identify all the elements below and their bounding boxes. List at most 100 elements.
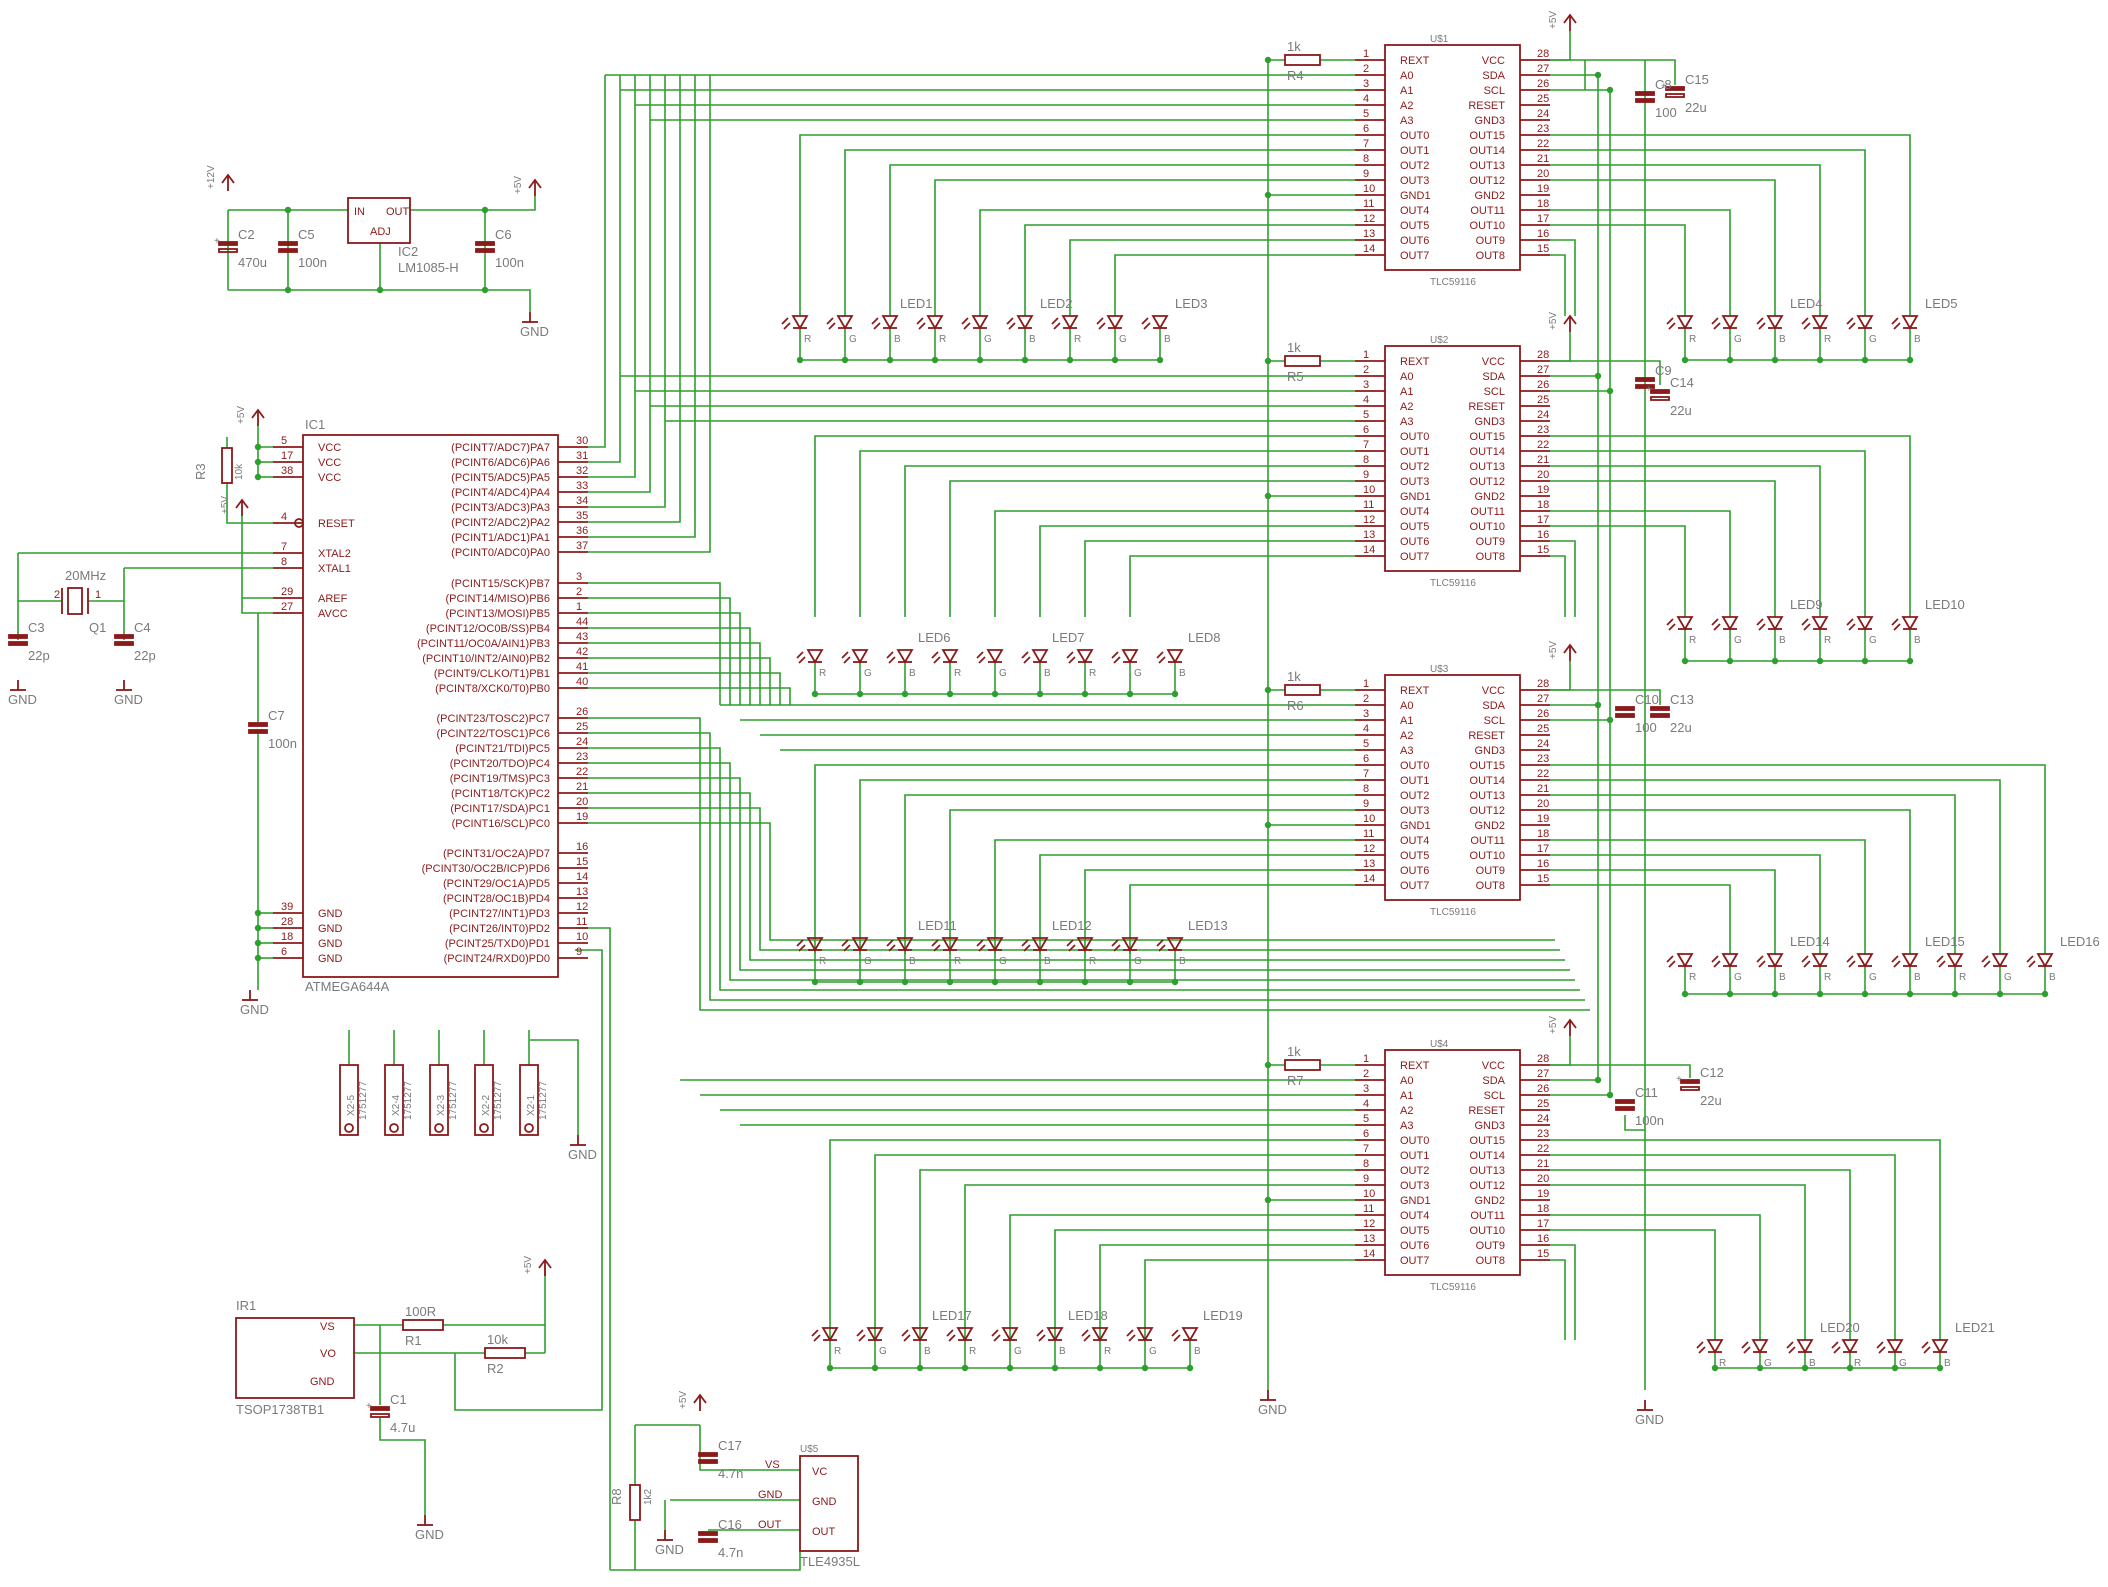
junction-dot <box>1606 1091 1614 1099</box>
led-color-label: R <box>1089 956 1096 967</box>
led-ref: LED6 <box>918 630 951 645</box>
led-ray <box>1023 656 1031 664</box>
tlc-pin-number: 13 <box>1363 228 1375 240</box>
led-triangle <box>881 315 899 330</box>
tlc-pin-name: REXT <box>1400 356 1430 368</box>
capacitor-ref: C10 <box>1635 692 1659 707</box>
led-ray <box>1068 944 1076 952</box>
wire <box>530 1039 579 1135</box>
led-ray <box>813 1334 821 1342</box>
led-ray <box>871 317 879 325</box>
led-ray <box>843 656 851 664</box>
led-triangle <box>1046 1327 1064 1342</box>
led-ray <box>1066 939 1074 947</box>
led-triangle <box>1121 937 1139 952</box>
ic1-pin-name: (PCINT15/SCK)PB7 <box>451 578 550 590</box>
led-triangle <box>1136 1327 1154 1342</box>
led-ray <box>796 651 804 659</box>
tlc-pin-name: OUT13 <box>1470 1165 1505 1177</box>
rext-resistor <box>1284 684 1321 696</box>
tlc-pin-name: SDA <box>1482 1075 1505 1087</box>
tlc-pin-name: GND1 <box>1400 491 1431 503</box>
junction-dot <box>1156 356 1164 364</box>
tlc-pin-name: OUT15 <box>1470 431 1505 443</box>
tlc-pin-name: OUT10 <box>1470 521 1505 533</box>
wire <box>257 426 273 448</box>
capacitor-value: 4.7u <box>390 1420 415 1435</box>
led-ray <box>1848 623 1856 631</box>
capacitor-plate <box>1665 86 1685 91</box>
tlc-pin-number: 27 <box>1537 693 1549 705</box>
ic2-adj: ADJ <box>370 226 391 238</box>
tlc-pin-number: 28 <box>1537 349 1549 361</box>
led-triangle <box>821 1327 839 1342</box>
tlc-pin-number: 24 <box>1537 1113 1549 1125</box>
capacitor-plate <box>8 634 28 639</box>
x2-pin-label: X2-5 <box>346 1094 357 1116</box>
tlc-pin-number: 18 <box>1537 499 1549 511</box>
wire <box>1069 239 1355 316</box>
wire <box>588 75 606 448</box>
ic1-pin-name: (PCINT25/TXD0)PD1 <box>445 938 550 950</box>
ic1-pin-number: 31 <box>576 450 588 462</box>
tlc-pin-number: 19 <box>1537 813 1549 825</box>
tlc-pin-name: OUT10 <box>1470 220 1505 232</box>
led-color-label: G <box>864 668 872 679</box>
led-color-label: R <box>1719 1358 1726 1369</box>
led-ray <box>811 1329 819 1337</box>
tlc-pin-number: 8 <box>1363 153 1369 165</box>
led-ray <box>931 939 939 947</box>
junction-dot <box>901 690 909 698</box>
wire <box>699 1425 800 1471</box>
wire <box>588 75 711 553</box>
tlc-pin-number: 5 <box>1363 1113 1369 1125</box>
tlc-pin-number: 19 <box>1537 484 1549 496</box>
capacitor-plate <box>698 1452 718 1457</box>
junction-dot <box>1711 1364 1719 1372</box>
tlc-pin-name: GND1 <box>1400 1195 1431 1207</box>
tlc-pin-number: 22 <box>1537 439 1549 451</box>
led-ray <box>1158 944 1166 952</box>
supply-arrow <box>693 1393 707 1404</box>
junction-dot <box>1726 990 1734 998</box>
led-ray <box>798 656 806 664</box>
led-ray <box>991 1329 999 1337</box>
resistor-value: 1k <box>1287 1044 1301 1059</box>
junction-dot <box>1816 990 1824 998</box>
tlc-pin-name: GND1 <box>1400 820 1431 832</box>
tlc-pin-name: OUT9 <box>1476 235 1505 247</box>
x2-pin-label: X2-4 <box>391 1094 402 1116</box>
capacitor-plate <box>1650 396 1670 401</box>
led-color-label: R <box>1824 334 1831 345</box>
led-ray <box>1666 618 1674 626</box>
wire <box>1550 1259 1566 1340</box>
junction-dot <box>1594 1076 1602 1084</box>
ic1-pin-number: 42 <box>576 646 588 658</box>
led-ref: LED18 <box>1068 1308 1108 1323</box>
led-color-label: B <box>2049 972 2056 983</box>
wire <box>1054 1229 1355 1340</box>
led-triangle <box>1856 953 1874 968</box>
tlc-pin-name: OUT0 <box>1400 1135 1429 1147</box>
junction-dot <box>1036 978 1044 986</box>
wire <box>859 779 1355 954</box>
wire <box>799 134 1355 316</box>
tlc-pin-name: RESET <box>1468 730 1505 742</box>
tlc-pin-name: OUT14 <box>1470 446 1505 458</box>
xtal-pin-2: 2 <box>54 589 60 601</box>
ic1-pin-name: (PCINT22/TOSC1)PC6 <box>437 728 551 740</box>
ground-label: GND <box>568 1147 597 1162</box>
led-color-label: G <box>1869 635 1877 646</box>
tlc-pin-name: GND3 <box>1474 745 1505 757</box>
tlc-pin-number: 23 <box>1537 753 1549 765</box>
led-ray <box>1713 623 1721 631</box>
led-ray <box>1848 322 1856 330</box>
led-ref: LED2 <box>1040 296 1073 311</box>
led-triangle <box>971 315 989 330</box>
tlc-pin-name: OUT4 <box>1400 1210 1429 1222</box>
x2-part: 1751277 <box>538 1081 549 1120</box>
junction-dot <box>1096 1364 1104 1372</box>
tlc-pin-number: 23 <box>1537 123 1549 135</box>
led-color-label: B <box>1809 1358 1816 1369</box>
led-ref: LED8 <box>1188 630 1221 645</box>
